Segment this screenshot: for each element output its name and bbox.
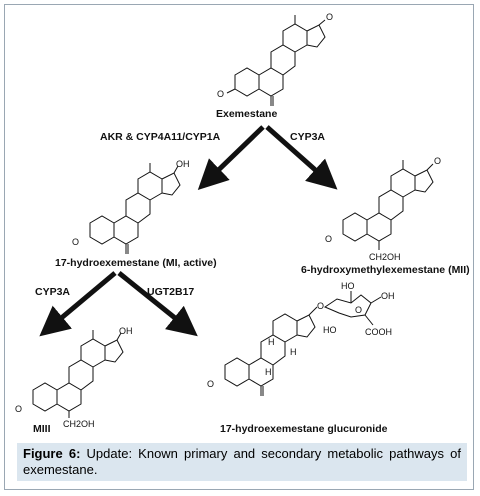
glucuronide-h-1: H bbox=[268, 337, 275, 347]
mi-ketone-oxygen: O bbox=[72, 237, 79, 247]
glucuronide-oh: OH bbox=[381, 291, 395, 301]
enzyme-cyp3a-lower: CYP3A bbox=[35, 286, 70, 298]
mii-ketone-oxygen: O bbox=[325, 234, 332, 244]
caption-text: Update: Known primary and secondary meta… bbox=[23, 446, 461, 477]
enzyme-akr-cyp: AKR & CYP4A11/CYP1A bbox=[100, 131, 221, 143]
mii-hydroxymethyl: CH2OH bbox=[369, 252, 401, 262]
mii-17-oxygen: O bbox=[434, 156, 441, 166]
caption-lead: Figure 6: bbox=[23, 446, 81, 461]
arrow-to-glucuronide bbox=[117, 271, 198, 337]
exemestane-ketone-oxygen: O bbox=[217, 89, 224, 99]
enzyme-ugt2b17: UGT2B17 bbox=[147, 286, 194, 298]
glucuronide-ether-oxygen: O bbox=[317, 301, 324, 311]
glucuronide-ketone-oxygen: O bbox=[207, 379, 214, 389]
arrow-to-miii bbox=[39, 271, 117, 337]
mi-hydroxyl: OH bbox=[176, 159, 190, 169]
glucuronide-label: 17-hydroexemestane glucuronide bbox=[220, 423, 388, 435]
glucuronide-cooh: COOH bbox=[365, 327, 392, 337]
mi-label: 17-hydroexemestane (MI, active) bbox=[55, 257, 217, 269]
mii-structure: O O CH2OH bbox=[325, 156, 441, 262]
figure-caption: Figure 6: Update: Known primary and seco… bbox=[17, 443, 467, 481]
glucuronide-h-3: H bbox=[265, 367, 272, 377]
arrow-to-mi bbox=[197, 125, 265, 190]
exemestane-structure: O O bbox=[217, 12, 333, 106]
glucuronide-h-2: H bbox=[290, 347, 297, 357]
mi-structure: O OH bbox=[72, 159, 190, 254]
miii-label: MIII bbox=[33, 423, 51, 435]
glucuronide-ho-2: HO bbox=[323, 325, 337, 335]
metabolic-pathway-diagram: O O Exemestane AKR & CYP4A11/CYP1A CYP3A… bbox=[15, 12, 470, 435]
miii-structure: O OH CH2OH bbox=[15, 326, 133, 429]
glucuronide-ring-oxygen: O bbox=[355, 305, 362, 315]
miii-hydroxymethyl: CH2OH bbox=[63, 419, 95, 429]
miii-ketone-oxygen: O bbox=[15, 404, 22, 414]
miii-hydroxyl: OH bbox=[119, 326, 133, 336]
exemestane-17-oxygen: O bbox=[326, 12, 333, 22]
enzyme-cyp3a-upper: CYP3A bbox=[290, 131, 325, 143]
figure-frame: O O Exemestane AKR & CYP4A11/CYP1A CYP3A… bbox=[4, 4, 474, 490]
mii-label: 6-hydroxymethylexemestane (MII) bbox=[301, 264, 470, 276]
glucuronide-structure: O H H H O HO OH HO COOH O bbox=[207, 281, 395, 396]
glucuronide-ho-1: HO bbox=[341, 281, 355, 291]
arrow-to-mii bbox=[265, 125, 338, 190]
exemestane-label: Exemestane bbox=[216, 108, 277, 120]
